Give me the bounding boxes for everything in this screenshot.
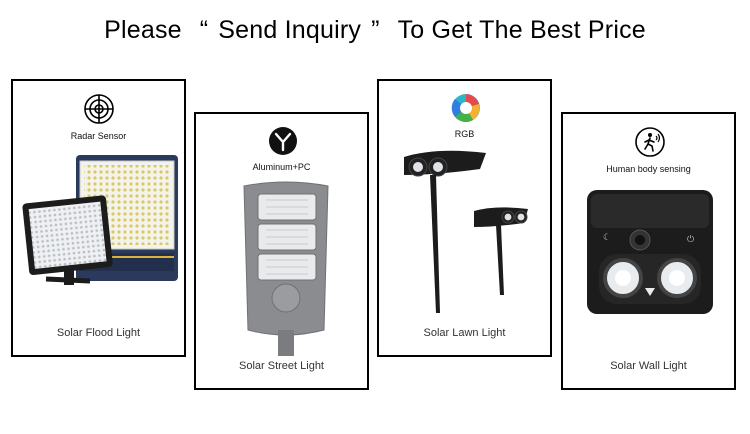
svg-text:⏻: ⏻	[687, 234, 694, 245]
product-name[interactable]: Solar Lawn Light	[423, 327, 506, 339]
product-card-lawn-light[interactable]: RGB Solar Lawn Light	[377, 79, 552, 357]
product-card-wall-light[interactable]: Human body sensing ☾ ⏻ Solar Wall Light	[561, 112, 736, 390]
page-headline: Please “ Send Inquiry ” To Get The Best Pric…	[0, 16, 750, 45]
wall-light-image: ☾ ⏻	[587, 190, 713, 314]
headline-prefix: Please	[104, 16, 182, 44]
feature-label: Human body sensing	[606, 164, 691, 174]
product-name[interactable]: Solar Wall Light	[610, 360, 687, 372]
headline-open-quote: “	[199, 16, 209, 44]
street-light-image	[243, 181, 329, 356]
headline-highlight[interactable]: Send Inquiry	[218, 16, 362, 44]
motion-sensor-icon	[635, 127, 665, 157]
feature-label: Aluminum+PC	[252, 162, 311, 172]
radar-icon	[84, 94, 114, 124]
product-card-street-light[interactable]: Aluminum+PC Solar Street Light	[194, 112, 369, 390]
rgb-color-wheel-icon	[451, 94, 480, 123]
aluminum-y-icon	[269, 127, 297, 155]
headline-close-quote: ”	[371, 16, 380, 44]
feature-label: Radar Sensor	[70, 131, 127, 141]
product-card-flood-light[interactable]: Radar Sensor Solar Flood Light	[11, 79, 186, 357]
product-name[interactable]: Solar Flood Light	[56, 327, 141, 339]
flood-light-image	[22, 155, 178, 285]
lawn-light-image	[404, 150, 528, 313]
product-name[interactable]: Solar Street Light	[239, 360, 324, 372]
svg-text:☾: ☾	[603, 233, 611, 243]
feature-label: RGB	[454, 129, 475, 139]
headline-suffix: To Get The Best Price	[397, 16, 646, 44]
